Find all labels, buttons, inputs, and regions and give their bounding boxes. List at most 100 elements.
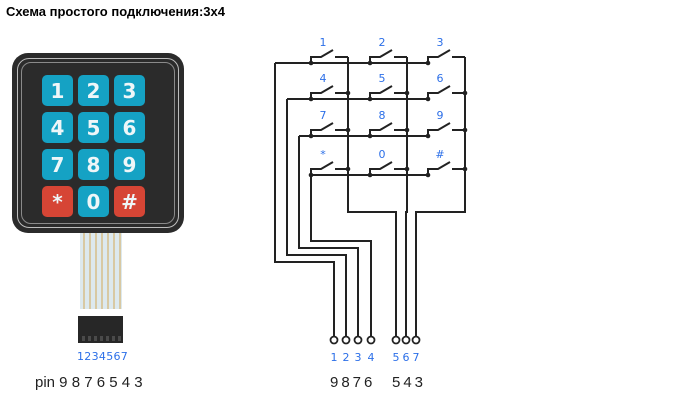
junction-dot [367,60,373,66]
switch-blade [310,49,334,63]
keypad-key: # [114,186,145,217]
column-line [405,57,408,336]
switch-blade [310,85,334,99]
connector-pinhole [106,336,109,341]
junction-dots [308,60,468,178]
junction-dot [462,166,468,172]
ribbon-conductor [107,233,109,309]
connector-pin-numbers: 1234567 [77,350,129,363]
switch-labels: 1 2 3 4 5 6 7 8 9 * 0 # [320,36,445,161]
keypad-key: 1 [42,75,73,106]
column-line [415,57,466,336]
switch-blade [369,85,393,99]
switch-label: # [435,148,444,161]
junction-dot [425,60,431,66]
keypad-key: 7 [42,149,73,180]
switch-blade [427,161,451,175]
ribbon-conductor [95,233,97,309]
connector-pinhole [112,336,115,341]
keypad-key: 9 [114,149,145,180]
junction-dot [308,172,314,178]
junction-dot [425,133,431,139]
junction-dot [367,96,373,102]
ribbon-conductor [83,233,85,309]
junction-dot [462,127,468,133]
junction-dot [425,96,431,102]
switch-label: 5 [379,72,386,85]
pin-number: 7 [413,351,420,364]
switch-blade [427,49,451,63]
row-line [310,175,372,336]
arduino-pins-group1: 9876 [330,374,375,391]
keypad-key: * [42,186,73,217]
row-line [274,63,335,336]
column-line [347,57,397,336]
switch-label: 0 [379,148,386,161]
junction-dot [345,90,351,96]
ribbon-conductor [113,233,115,309]
switch-label: 6 [437,72,444,85]
pin-number: 5 [393,351,400,364]
switch-label: * [320,148,326,161]
page-title: Схема простого подключения:3x4 [6,4,225,19]
keypad-key: 2 [78,75,109,106]
switch-label: 8 [379,109,386,122]
switch-blade [427,122,451,136]
switch-label: 3 [437,36,444,49]
junction-dot [308,133,314,139]
pin-terminal [391,335,401,345]
ribbon-conductor [101,233,103,309]
pin-terminal [366,335,376,345]
pin-number: 3 [355,351,362,364]
ribbon-conductor [89,233,91,309]
connector-pinhole [88,336,91,341]
switch-label: 2 [379,36,386,49]
keypad-key: 6 [114,112,145,143]
pin-number: 4 [368,351,375,364]
keypad-key: 8 [78,149,109,180]
junction-dot [345,166,351,172]
row-line [298,136,359,336]
keypad-border-inner [21,62,175,224]
keypad-key: 3 [114,75,145,106]
junction-dot [367,133,373,139]
pin-number: 6 [403,351,410,364]
ribbon-cable [80,233,122,309]
junction-dot [425,172,431,178]
junction-dot [345,127,351,133]
pin-terminal [401,335,411,345]
switch-blade [369,49,393,63]
switch-label: 7 [320,109,327,122]
switch-blade [310,161,334,175]
pin-terminal [329,335,339,345]
junction-dot [308,60,314,66]
pin-number: 1 [331,351,338,364]
junction-dot [462,90,468,96]
row-line [286,99,347,336]
switch-blade [369,122,393,136]
switch-blade [427,85,451,99]
wires [274,49,466,336]
pin-terminal [411,335,421,345]
keypad-border-outer [17,58,179,228]
junction-dot [367,172,373,178]
switch-label: 4 [320,72,327,85]
switch-blade [310,122,334,136]
switch-blade [369,161,393,175]
switch-label: 1 [320,36,327,49]
pin-number: 2 [343,351,350,364]
pin-terminal [341,335,351,345]
connector-pinhole [118,336,121,341]
junction-dot [404,166,410,172]
junction-dot [308,96,314,102]
junction-dot [404,90,410,96]
switch-label: 9 [437,109,444,122]
arduino-pins-group2: 543 [392,374,426,391]
connector-pinhole [100,336,103,341]
junction-dot [404,127,410,133]
connector-pinhole [94,336,97,341]
keypad-key: 5 [78,112,109,143]
